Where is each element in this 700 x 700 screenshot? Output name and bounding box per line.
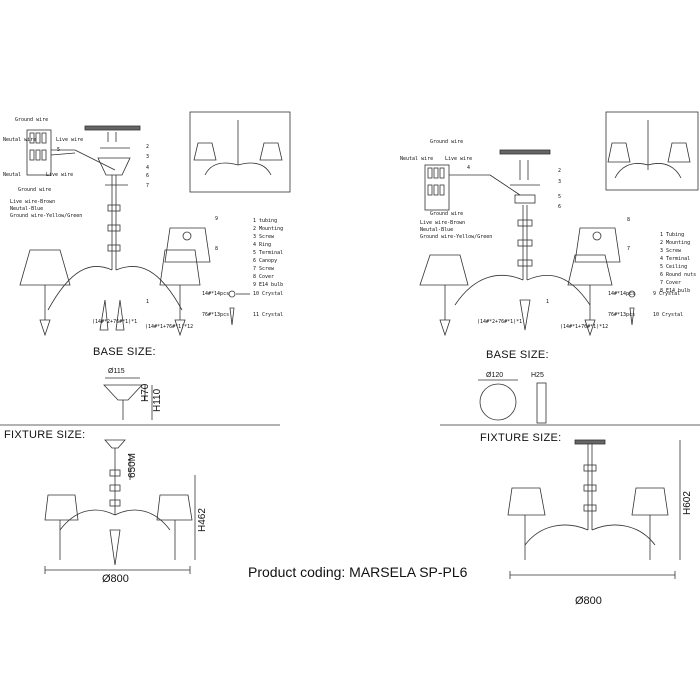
right-callout-4: 4 bbox=[467, 165, 471, 171]
right-part-7: 7 Cover bbox=[660, 280, 682, 286]
right-crystal-count-2: 76#*13pcs bbox=[608, 312, 636, 318]
left-base-h70: H70 bbox=[140, 383, 151, 402]
right-legend-0: Live wire-Brown bbox=[420, 220, 466, 226]
left-fixture-height: H462 bbox=[197, 508, 208, 532]
left-callout-3: 3 bbox=[146, 154, 150, 160]
right-callout-9: 9 Crystal bbox=[653, 291, 681, 297]
right-fixture-height: H602 bbox=[682, 491, 693, 515]
right-callout-3: 3 bbox=[558, 179, 562, 185]
product-coding: Product coding: MARSELA SP-PL6 bbox=[248, 564, 468, 580]
left-neutal-label: Neutal bbox=[3, 172, 22, 178]
right-wiring-block bbox=[424, 164, 521, 211]
right-part-1: 1 Tubing bbox=[660, 232, 685, 238]
left-chandelier bbox=[19, 175, 201, 337]
right-callout-7: 7 bbox=[627, 246, 631, 252]
left-callout-10: 10 Crystal bbox=[253, 291, 284, 297]
right-part-5: 5 Ceiling bbox=[660, 264, 688, 270]
left-base-dia: Ø115 bbox=[108, 368, 125, 375]
right-chandelier bbox=[419, 205, 613, 337]
right-arm-note-2: (14#*1+76#*1)*12 bbox=[560, 324, 609, 330]
right-inset-chandelier bbox=[607, 120, 691, 179]
right-crystals bbox=[628, 290, 636, 326]
left-inset-chandelier bbox=[193, 120, 283, 176]
left-crystal-count-2: 76#*13pcs bbox=[202, 312, 230, 318]
right-arm-note-1: (14#*2+76#*1)*1 bbox=[477, 319, 523, 325]
left-part-3: 3 Screw bbox=[253, 234, 275, 240]
right-part-3: 3 Screw bbox=[660, 248, 682, 254]
left-live-wire-label: Live wire bbox=[56, 137, 84, 143]
right-part-2: 2 Mounting bbox=[660, 240, 691, 246]
left-legend-0: Live wire-Brown bbox=[10, 199, 56, 205]
right-cover bbox=[574, 227, 621, 263]
left-callout-9: 9 bbox=[215, 216, 219, 222]
left-callout-1: 1 bbox=[146, 299, 150, 305]
left-callout-8: 8 bbox=[215, 246, 219, 252]
left-part-6: 6 Canopy bbox=[253, 258, 278, 264]
left-live-bottom-label: Live wire bbox=[46, 172, 74, 178]
left-cover bbox=[164, 227, 211, 263]
left-mounting-plate bbox=[84, 125, 141, 186]
right-fixture-size-title: FIXTURE SIZE: bbox=[480, 432, 562, 444]
left-neutal-wire-label: Neutal wire bbox=[3, 137, 37, 143]
left-base-drawing bbox=[103, 377, 153, 420]
right-ground-bottom-label: Ground wire bbox=[430, 211, 464, 217]
left-legend-2: Ground wire-Yellow/Green bbox=[10, 213, 83, 219]
left-ground-wire-label: Ground wire bbox=[15, 117, 49, 123]
left-chain-length: 650M bbox=[127, 452, 138, 478]
left-legend-1: Neutal-Blue bbox=[10, 206, 44, 212]
left-callout-11: 11 Crystal bbox=[253, 312, 284, 318]
left-fixture-drawing bbox=[44, 439, 196, 574]
left-base-h110: H110 bbox=[152, 388, 163, 412]
left-callout-5: 5 bbox=[57, 147, 61, 153]
left-part-8: 8 Cover bbox=[253, 274, 275, 280]
right-part-6: 6 Round nuts bbox=[660, 272, 697, 278]
right-part-8: 8 E14 bulb bbox=[660, 288, 691, 294]
right-neutal-wire-label: Neutal wire bbox=[400, 156, 434, 162]
left-base-size-title: BASE SIZE: bbox=[93, 346, 156, 358]
right-callout-2: 2 bbox=[558, 168, 562, 174]
right-live-wire-label: Live wire bbox=[445, 156, 473, 162]
left-ground-bottom-label: Ground wire bbox=[18, 187, 52, 193]
left-fixture-size-title: FIXTURE SIZE: bbox=[4, 429, 86, 441]
left-crystal-count-1: 14#*14pcs bbox=[202, 291, 230, 297]
right-inset-frame bbox=[605, 111, 699, 191]
right-part-4: 4 Terminal bbox=[660, 256, 691, 262]
right-callout-8: 8 bbox=[627, 217, 631, 223]
right-legend-1: Neutal-Blue bbox=[420, 227, 454, 233]
left-callout-4: 4 bbox=[146, 165, 150, 171]
right-base-drawing bbox=[478, 379, 547, 424]
left-part-9: 9 E14 bulb bbox=[253, 282, 284, 288]
right-callout-1: 1 bbox=[546, 299, 550, 305]
left-wiring-block bbox=[26, 129, 116, 176]
left-part-2: 2 Mounting bbox=[253, 226, 284, 232]
left-part-7: 7 Screw bbox=[253, 266, 275, 272]
left-arm-note-2: (14#*1+76#*1)*12 bbox=[145, 324, 194, 330]
right-mounting-plate bbox=[499, 149, 551, 204]
right-fixture-drawing bbox=[507, 439, 681, 579]
left-crystals bbox=[228, 290, 250, 326]
right-base-dia: Ø120 bbox=[486, 372, 504, 379]
right-base-size-title: BASE SIZE: bbox=[486, 349, 549, 361]
right-callout-5: 5 bbox=[558, 194, 562, 200]
right-callout-10: 10 Crystal bbox=[653, 312, 684, 318]
right-callout-6: 6 bbox=[558, 204, 562, 210]
left-fixture-width: Ø800 bbox=[102, 573, 129, 585]
left-part-1: 1 tubing bbox=[253, 218, 278, 224]
right-fixture-width: Ø800 bbox=[575, 595, 602, 607]
left-part-5: 5 Terminal bbox=[253, 250, 284, 256]
left-callout-2: 2 bbox=[146, 144, 150, 150]
left-part-4: 4 Ring bbox=[253, 242, 272, 248]
right-ground-wire-label: Ground wire bbox=[430, 139, 464, 145]
right-crystal-count-1: 14#*14pcs bbox=[608, 291, 636, 297]
left-callout-7: 7 bbox=[146, 183, 150, 189]
right-legend-2: Ground wire-Yellow/Green bbox=[420, 234, 493, 240]
left-inset-frame bbox=[189, 111, 291, 193]
right-base-h: H25 bbox=[531, 372, 544, 379]
left-callout-6: 6 bbox=[146, 173, 150, 179]
left-arm-note-1: (14#*2+76#*1)*1 bbox=[92, 319, 138, 325]
